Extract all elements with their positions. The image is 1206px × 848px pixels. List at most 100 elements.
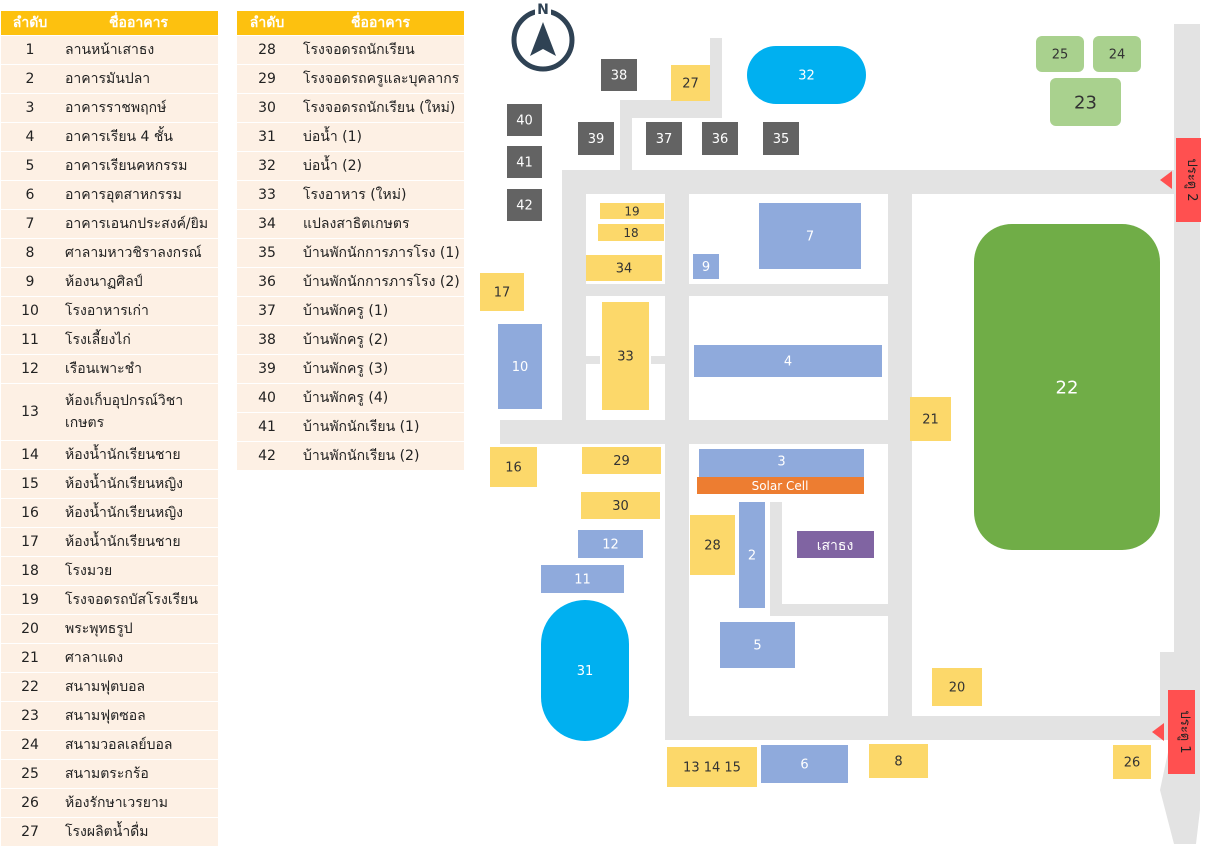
building-shape [1113, 745, 1151, 779]
building-number-label: 41 [516, 156, 533, 171]
legend-row-number: 31 [237, 123, 297, 151]
building-shape [600, 203, 664, 219]
legend-row-building-name: สนามตระกร้อ [59, 760, 218, 788]
legend-row-building-name: ห้องน้ำนักเรียนชาย [59, 528, 218, 556]
building-shape [586, 255, 662, 281]
building-number-label: 6 [800, 758, 808, 773]
building-shape [578, 530, 643, 558]
building-number-label: 8 [894, 755, 902, 770]
legend-row-number: 1 [1, 36, 59, 64]
building-shape [498, 324, 542, 409]
legend-row-number: 20 [1, 615, 59, 643]
legend-row-number: 15 [1, 470, 59, 498]
building-9: 9 [693, 254, 719, 279]
building-number-label: 18 [623, 226, 638, 240]
legend-header-no: ลำดับ [237, 11, 297, 35]
legend-row-building-name: แปลงสาธิตเกษตร [297, 210, 464, 238]
legend-row-number: 38 [237, 326, 297, 354]
building-number-label: 21 [922, 413, 939, 428]
legend-row-number: 29 [237, 65, 297, 93]
building-number-label: 24 [1109, 48, 1126, 63]
building-8: 8 [869, 744, 928, 778]
building-28: 28 [690, 515, 735, 575]
legend-row-number: 21 [1, 644, 59, 672]
building-29: 29 [582, 447, 661, 474]
legend-row-building-name: โรงเลี้ยงไก่ [59, 326, 218, 354]
building-number-label: 36 [712, 132, 729, 147]
building-shape [581, 492, 660, 519]
legend-row-building-name: ห้องน้ำนักเรียนหญิง [59, 470, 218, 498]
building-number-label: 26 [1124, 756, 1141, 771]
building-number-label: 27 [682, 77, 699, 92]
legend-row-number: 28 [237, 36, 297, 64]
building-18: 18 [598, 224, 664, 241]
building-20: 20 [932, 668, 982, 706]
building-7: 7 [759, 203, 861, 269]
building-2: 2 [739, 502, 765, 608]
legend-row-number: 8 [1, 239, 59, 267]
legend-row-building-name: สนามวอลเลย์บอล [59, 731, 218, 759]
building-38: 38 [601, 59, 637, 91]
legend-row-building-name: ศาลาแดง [59, 644, 218, 672]
building-number-label: 3 [777, 455, 785, 470]
building-shape [747, 46, 866, 104]
building-4: 4 [694, 345, 882, 377]
legend-row-number: 27 [1, 818, 59, 846]
building-3: 3 [699, 449, 864, 478]
building-number-label: 40 [516, 114, 533, 129]
building-number-label: 32 [798, 69, 815, 84]
building-34: 34 [586, 255, 662, 281]
building-36: 36 [702, 122, 738, 155]
legend-row-building-name: บ้านพักนักเรียน (2) [297, 442, 464, 470]
legend-row-building-name: ห้องน้ำนักเรียนชาย [59, 441, 218, 469]
legend-row-number: 26 [1, 789, 59, 817]
solar-cell-label: Solar Cell [752, 479, 809, 493]
legend-row-building-name: พระพุทธรูป [59, 615, 218, 643]
building-41: 41 [507, 146, 542, 178]
building-shape [763, 122, 799, 155]
building-number-label: 42 [516, 199, 533, 214]
building-39: 39 [578, 122, 614, 155]
legend-row-building-name: ห้องน้ำนักเรียนหญิง [59, 499, 218, 527]
legend-row-number: 23 [1, 702, 59, 730]
legend-row-building-name: โรงจอดรถนักเรียน (ใหม่) [297, 94, 464, 122]
building-shape [582, 447, 661, 474]
solar-cell-strip: Solar Cell [697, 477, 864, 494]
building-number-label: 22 [1056, 377, 1079, 398]
legend-row-number: 13 [1, 384, 59, 440]
building-42: 42 [507, 189, 542, 221]
building-11: 11 [541, 565, 624, 593]
legend-row-building-name: บ้านพักครู (2) [297, 326, 464, 354]
building-shape [720, 622, 795, 668]
building-number-label: 35 [773, 132, 790, 147]
legend-header-name: ชื่ออาคาร [59, 11, 218, 35]
building-shape [541, 600, 629, 741]
building-number-label: 29 [613, 454, 630, 469]
building-shape [578, 122, 614, 155]
legend-row-building-name: บ้านพักนักการภารโรง (2) [297, 268, 464, 296]
legend-row-number: 22 [1, 673, 59, 701]
legend-row-building-name: ห้องนาฏศิลป์ [59, 268, 218, 296]
legend-row-building-name: โรงผลิตน้ำดื่ม [59, 818, 218, 846]
